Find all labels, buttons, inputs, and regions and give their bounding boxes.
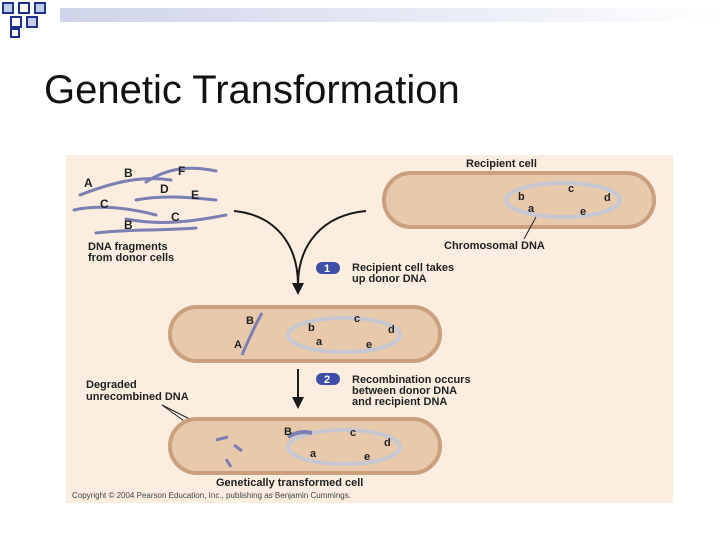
- cell2-donor-fragment: [240, 312, 264, 356]
- chromosomal-dna-leader: [523, 216, 537, 240]
- degraded-line2: unrecombined DNA: [86, 391, 189, 403]
- copyright-notice: Copyright © 2004 Pearson Education, Inc.…: [72, 491, 351, 500]
- fragment-strand-5: [124, 213, 228, 224]
- recipient-cell: [382, 171, 656, 229]
- chromosome-letter-c: c: [568, 183, 574, 195]
- step2-line3: and recipient DNA: [352, 396, 447, 408]
- cell3-letter-b: B: [284, 426, 292, 438]
- cell2-donor-letter-b: B: [246, 315, 254, 327]
- fragment-strand-4: [72, 205, 158, 217]
- degraded-line1: Degraded: [86, 379, 137, 391]
- fragment-letter-c2: C: [171, 210, 180, 224]
- chromosome-letter-e: e: [580, 206, 586, 218]
- deco-square-4: [10, 16, 22, 28]
- deco-square-1: [2, 2, 14, 14]
- recipient-chromosome: [504, 181, 622, 219]
- merge-arrow-head: [292, 283, 304, 295]
- chromosome-letter-a: a: [528, 203, 535, 215]
- deco-square-3: [34, 2, 46, 14]
- fragment-strand-1: [78, 177, 173, 197]
- fragment-strand-3: [134, 195, 218, 202]
- chromosome-letter-d: d: [604, 192, 611, 204]
- step1-number: 1: [324, 263, 330, 275]
- transformed-chromosome: [286, 428, 402, 466]
- fragment-letter-b2: B: [124, 218, 133, 232]
- cell2-donor-letter-a: A: [234, 339, 242, 351]
- fragment-letter-a: A: [84, 176, 93, 190]
- fragment-strand-6: [94, 226, 198, 235]
- step2-arrow-head: [292, 397, 304, 409]
- step1-line2: up donor DNA: [352, 273, 427, 285]
- step2-line1: Recombination occurs: [352, 374, 471, 386]
- step1-badge: [316, 262, 340, 274]
- transformed-cell-label: Genetically transformed cell: [216, 477, 363, 489]
- fragments-caption-line1: DNA fragments: [88, 241, 168, 253]
- recipient-cell-label: Recipient cell: [466, 158, 537, 170]
- cell2-chromosome-letter-a: a: [316, 336, 323, 348]
- cell3-letter-c: c: [350, 427, 356, 439]
- fragment-letter-e: E: [191, 188, 199, 202]
- cell3-letter-e: e: [364, 451, 370, 463]
- recombined-segment: [286, 430, 313, 439]
- cell3-letter-a: a: [310, 448, 317, 460]
- deco-square-6: [10, 28, 20, 38]
- degraded-fragments: [215, 435, 243, 468]
- fragment-letter-c1: C: [100, 197, 109, 211]
- step2-line2: between donor DNA: [352, 385, 457, 397]
- cell2-chromosome-letter-c: c: [354, 313, 360, 325]
- deco-square-2: [18, 2, 30, 14]
- slide-title: Genetic Transformation: [44, 68, 460, 112]
- cell2-chromosome-letter-d: d: [388, 324, 395, 336]
- fragments-caption-line2: from donor cells: [88, 252, 174, 264]
- step2-number: 2: [324, 374, 330, 386]
- decorative-squares: [0, 0, 720, 40]
- cell2-chromosome-letter-b: b: [308, 322, 315, 334]
- step1-line1: Recipient cell takes: [352, 262, 454, 274]
- chromosomal-dna-label: Chromosomal DNA: [444, 240, 545, 252]
- deco-square-5: [26, 16, 38, 28]
- cell2-chromosome-letter-e: e: [366, 339, 372, 351]
- chromosome-letter-b: b: [518, 191, 525, 203]
- transformation-figure: A B F D E C B C DNA fragments from donor…: [66, 155, 673, 503]
- donor-dna-fragments: [72, 166, 228, 235]
- fragment-strand-2: [144, 166, 218, 184]
- fragment-letter-d: D: [160, 182, 169, 196]
- fragment-letter-f: F: [178, 164, 185, 178]
- header-gradient-bar: [60, 8, 720, 22]
- cell2-chromosome: [286, 316, 402, 354]
- step2-badge: [316, 373, 340, 385]
- fragment-letter-b1: B: [124, 166, 133, 180]
- cell3-letter-d: d: [384, 437, 391, 449]
